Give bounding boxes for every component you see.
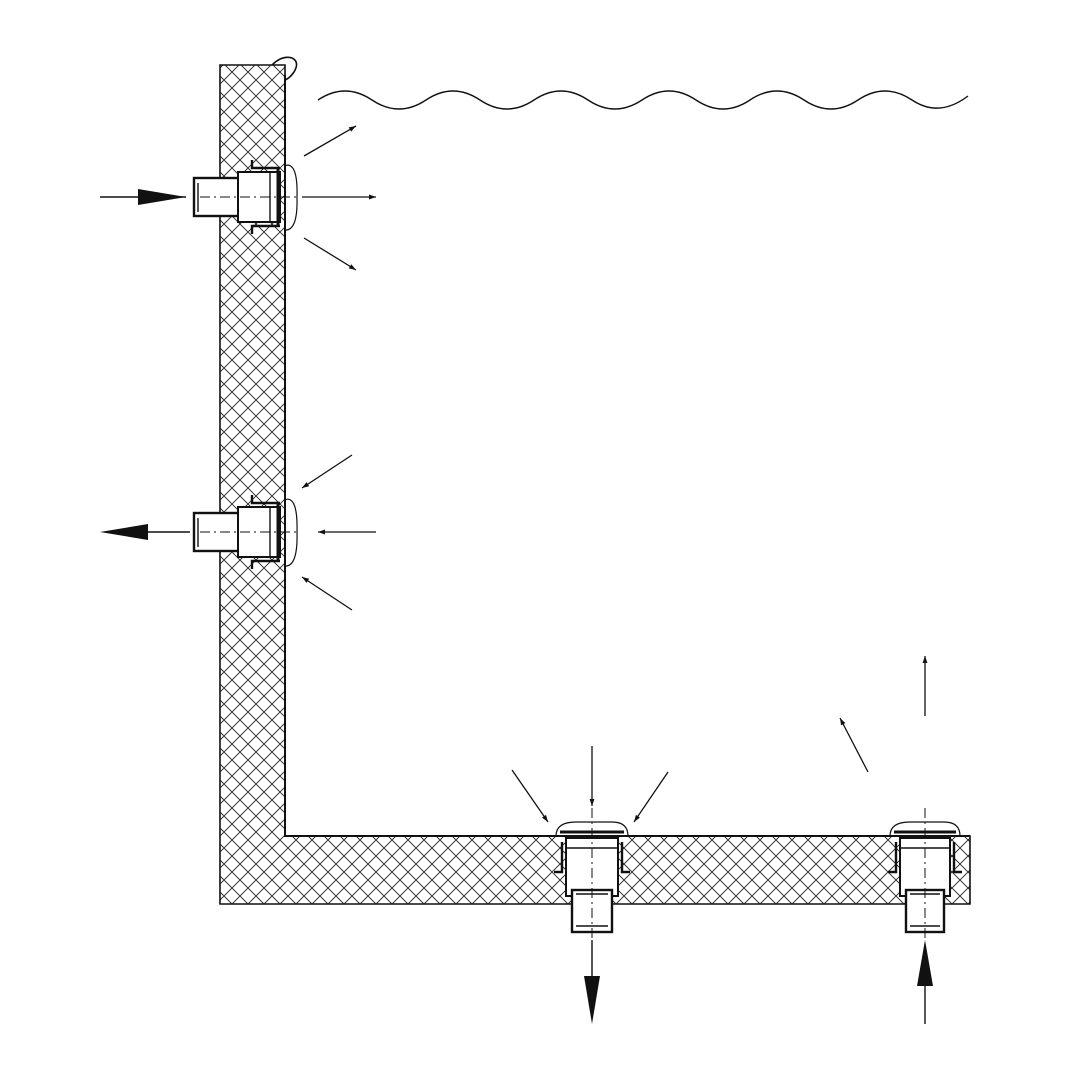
wall-coping xyxy=(271,56,298,81)
water-surface xyxy=(317,90,969,110)
wall-floor-structure xyxy=(219,64,971,905)
outlet-fitting-wall xyxy=(100,495,300,569)
floor-inlet-fitting xyxy=(888,808,962,1024)
outlet-inflow-arrows xyxy=(301,454,376,611)
main-drain-floor xyxy=(554,808,630,1024)
pool-inner-surface xyxy=(284,75,970,837)
inlet-outflow-arrows xyxy=(302,125,376,271)
inlet-fitting-wall xyxy=(100,160,300,234)
floor-inlet-outflow-arrows xyxy=(839,656,928,773)
drain-inflow-arrows xyxy=(511,746,669,823)
